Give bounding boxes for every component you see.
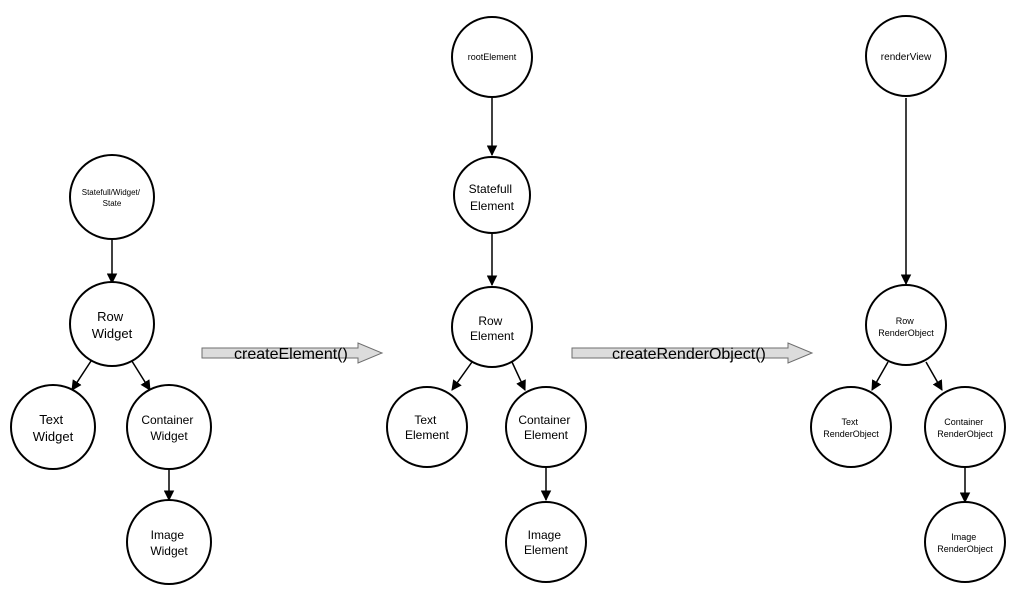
- element-node-stateful-line1: Statefull: [469, 182, 512, 196]
- svg-text:Container Widget: Container Widget: [141, 413, 196, 443]
- element-tree: rootElement Statefull Element Row Elemen…: [386, 16, 587, 583]
- svg-text:Image Element: Image Element: [524, 528, 569, 557]
- widget-node-text-line1: Text: [39, 412, 63, 427]
- create-element-arrow: [201, 342, 384, 364]
- edge-element-row-to-text: [451, 361, 473, 391]
- element-node-root-line1: rootElement: [468, 52, 517, 62]
- widget-node-stateful: Statefull/Widget/ State: [69, 154, 155, 240]
- element-node-container-line2: Element: [524, 428, 569, 442]
- render-node-container: Container RenderObject: [924, 386, 1006, 468]
- svg-text:Row Element: Row Element: [470, 314, 515, 343]
- render-node-text-line2: RenderObject: [823, 429, 879, 439]
- svg-text:Row Widget: Row Widget: [92, 309, 133, 341]
- widget-node-text: Text Widget: [10, 384, 96, 470]
- element-node-row: Row Element: [451, 286, 533, 368]
- render-node-row-line1: Row: [896, 316, 915, 326]
- widget-node-text-line2: Widget: [33, 429, 74, 444]
- svg-text:Statefull/Widget/ Stat: Statefull/Widget/ State: [82, 188, 142, 208]
- widget-node-row-line1: Row: [97, 309, 124, 324]
- widget-node-container: Container Widget: [126, 384, 212, 470]
- element-node-row-line2: Element: [470, 329, 515, 343]
- element-node-image: Image Element: [505, 501, 587, 583]
- render-node-container-line2: RenderObject: [937, 429, 993, 439]
- render-node-image: Image RenderObject: [924, 501, 1006, 583]
- svg-text:Row RenderObject: Row RenderObject: [878, 316, 934, 338]
- svg-text:Text Widget: Text Widget: [33, 412, 74, 444]
- svg-text:renderView: renderView: [881, 52, 932, 63]
- element-node-text: Text Element: [386, 386, 468, 468]
- edge-render-row-to-text: [871, 361, 889, 391]
- widget-node-image-line2: Widget: [150, 544, 188, 558]
- widget-node-stateful-line1: Statefull/Widget/: [82, 188, 141, 197]
- element-node-text-line2: Element: [405, 428, 450, 442]
- create-render-object-label: createRenderObject(): [612, 346, 766, 363]
- element-node-container: Container Element: [505, 386, 587, 468]
- render-tree: renderView Row RenderObject Text RenderO…: [810, 15, 1006, 583]
- element-node-stateful: Statefull Element: [453, 156, 531, 234]
- create-render-object-arrow: [571, 342, 814, 364]
- create-element-label: createElement(): [234, 346, 348, 363]
- render-node-image-line2: RenderObject: [937, 544, 993, 554]
- element-node-stateful-line2: Element: [470, 199, 515, 213]
- render-node-container-line1: Container: [944, 417, 983, 427]
- render-node-root: renderView: [865, 15, 947, 97]
- svg-text:Statefull Element: Statefull Element: [469, 182, 516, 213]
- render-node-root-line1: renderView: [881, 52, 932, 63]
- svg-text:Text Element: Text Element: [405, 413, 450, 442]
- element-node-image-line2: Element: [524, 543, 569, 557]
- edge-widget-row-to-container: [129, 357, 151, 391]
- edge-widget-row-to-text: [71, 357, 94, 391]
- widget-node-image: Image Widget: [126, 499, 212, 585]
- element-node-text-line1: Text: [414, 413, 437, 427]
- widget-node-row: Row Widget: [69, 281, 155, 367]
- widget-node-container-line2: Widget: [150, 429, 188, 443]
- edge-element-row-to-container: [511, 361, 526, 391]
- render-node-row-line2: RenderObject: [878, 328, 934, 338]
- svg-text:rootElement: rootElement: [468, 52, 517, 62]
- svg-text:Container RenderObject: Container RenderObject: [937, 417, 993, 439]
- svg-text:Text RenderObject: Text RenderObject: [823, 417, 879, 439]
- render-node-image-line1: Image: [951, 532, 976, 542]
- render-node-text-line1: Text: [841, 417, 858, 427]
- edge-render-row-to-container: [925, 361, 943, 391]
- widget-node-stateful-line2: State: [103, 199, 122, 208]
- widget-node-container-line1: Container: [141, 413, 193, 427]
- widget-node-image-line1: Image: [151, 528, 185, 542]
- element-node-image-line1: Image: [528, 528, 562, 542]
- widget-node-row-line2: Widget: [92, 326, 133, 341]
- svg-text:Container Element: Container Element: [518, 413, 573, 442]
- element-node-container-line1: Container: [518, 413, 570, 427]
- svg-text:Image RenderObject: Image RenderObject: [937, 532, 993, 554]
- render-node-row: Row RenderObject: [865, 284, 947, 366]
- svg-text:Image Widget: Image Widget: [150, 528, 188, 558]
- element-node-row-line1: Row: [478, 314, 502, 328]
- element-node-root: rootElement: [451, 16, 533, 98]
- widget-tree: Statefull/Widget/ State Row Widget Text …: [10, 154, 212, 585]
- render-node-text: Text RenderObject: [810, 386, 892, 468]
